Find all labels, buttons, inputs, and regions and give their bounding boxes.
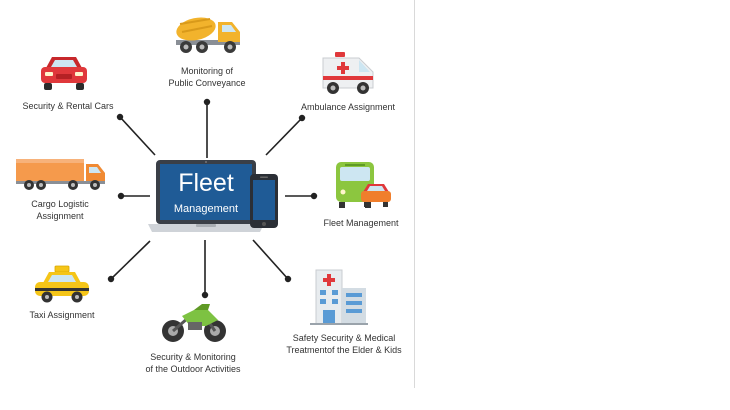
cargo-truck-icon xyxy=(16,159,105,190)
connector-dot-ambulance xyxy=(298,114,306,122)
label-outdoor: Security & Monitoring of the Outdoor Act… xyxy=(135,351,251,375)
label-ambulance: Ambulance Assignment xyxy=(300,102,396,112)
connector-lines xyxy=(107,98,318,299)
label-public-conveyance-line2: Public Conveyance xyxy=(168,78,246,88)
label-security-rental-cars: Security & Rental Cars xyxy=(22,101,114,111)
connector-rental xyxy=(119,116,156,156)
connector-dot-outdoor xyxy=(201,291,209,299)
label-cargo: Cargo Logistic Assignment xyxy=(10,198,110,222)
motorbike-icon xyxy=(162,304,226,342)
connector-dot-conveyance xyxy=(203,98,211,106)
red-car-icon xyxy=(41,57,87,90)
label-medical-line2: Treatmentof the Elder & Kids xyxy=(286,345,402,355)
label-medical-line1: Safety Security & Medical xyxy=(292,333,396,343)
center-title: Fleet xyxy=(178,169,234,197)
label-medical: Safety Security & Medical Treatmentof th… xyxy=(284,332,404,356)
ambulance-icon xyxy=(322,52,374,94)
connector-dot-rental xyxy=(116,113,124,121)
laptop-icon xyxy=(148,160,264,232)
label-public-conveyance: Monitoring of Public Conveyance xyxy=(152,65,262,89)
cement-mixer-icon xyxy=(176,17,240,53)
vertical-divider xyxy=(414,0,415,388)
label-taxi: Taxi Assignment xyxy=(29,310,95,320)
connector-medical xyxy=(252,239,289,280)
connector-dot-taxi xyxy=(107,275,115,283)
connector-ambulance xyxy=(265,117,303,156)
label-cargo-line2: Assignment xyxy=(36,211,84,221)
label-outdoor-line1: Security & Monitoring xyxy=(150,352,236,362)
label-public-conveyance-line1: Monitoring of xyxy=(180,66,234,76)
label-fleet-management: Fleet Management xyxy=(323,218,399,228)
connector-dot-cargo xyxy=(117,192,125,200)
connector-taxi xyxy=(110,240,151,280)
center-subtitle: Management xyxy=(173,203,239,215)
hospital-icon xyxy=(310,269,368,325)
bus-and-car-icon xyxy=(336,162,391,208)
label-outdoor-line2: of the Outdoor Activities xyxy=(145,364,241,374)
connector-dot-fleet xyxy=(310,192,318,200)
label-cargo-line1: Cargo Logistic xyxy=(31,199,89,209)
taxi-icon xyxy=(35,265,89,303)
connector-dot-medical xyxy=(284,275,292,283)
smartphone-icon xyxy=(250,174,278,228)
